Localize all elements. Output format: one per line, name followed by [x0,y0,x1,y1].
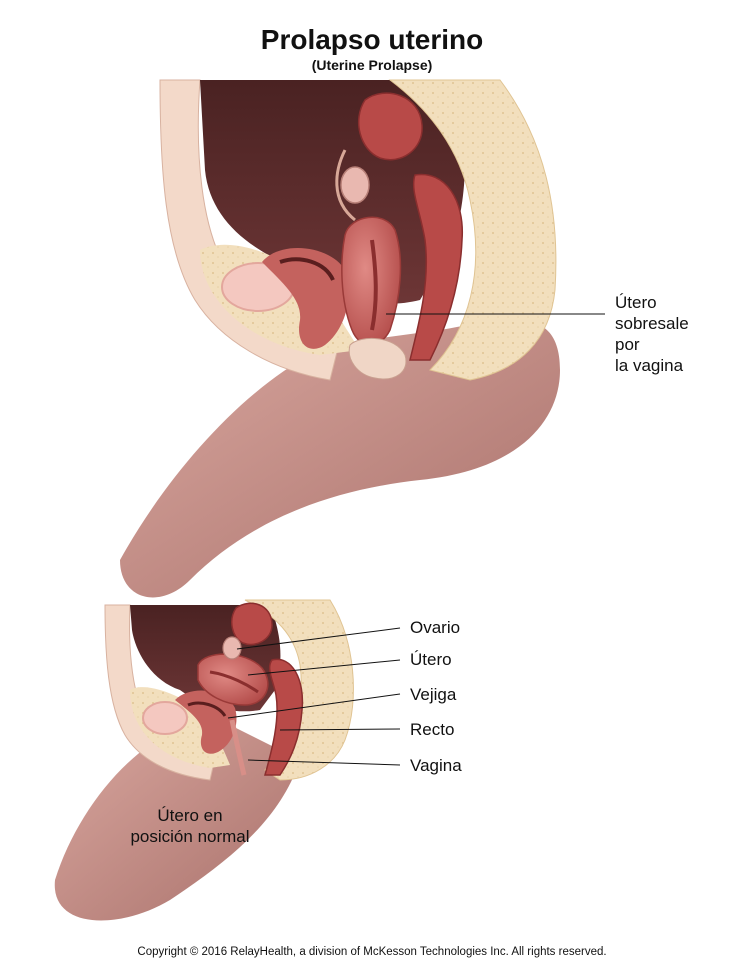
bottom-pelvic-wall [104,604,216,781]
bottom-bladder [175,690,237,754]
top-prolapse-bulge [348,337,407,380]
vagina-leader [247,759,401,766]
bladder-leader [227,693,401,719]
page-subtitle: (Uterine Prolapse) [311,57,433,73]
top-ovary [340,166,370,204]
ovary-leader [236,627,401,650]
bottom-thigh [54,720,300,921]
rectum-leader [279,728,401,731]
bottom-vagina [229,719,247,776]
label-ovario: Ovario [410,618,461,637]
uterus-leader [247,659,401,676]
bottom-pelvis-figure [54,599,401,921]
top-pelvis-figure [120,79,605,598]
top-uterus [341,216,402,346]
top-colon [357,92,423,161]
label-vejiga: Vejiga [410,685,457,704]
bottom-rectum [264,658,304,776]
bottom-colon [231,602,273,646]
bottom-pubic-bone [142,701,188,735]
top-pelvic-wall [159,79,341,381]
label-utero: Útero [410,650,452,669]
top-callout-label: Útero sobresale por la vagina [615,293,689,375]
page-title: Prolapso uterino [260,24,484,55]
bottom-sacrum [244,599,354,781]
bottom-caption: Útero en posición normal [130,806,250,846]
copyright-footer: Copyright © 2016 RelayHealth, a division… [137,946,607,958]
top-thigh [120,319,560,598]
top-sacrum [388,79,557,381]
bottom-ovary [222,636,242,660]
label-vagina: Vagina [410,756,462,775]
label-recto: Recto [410,720,455,739]
